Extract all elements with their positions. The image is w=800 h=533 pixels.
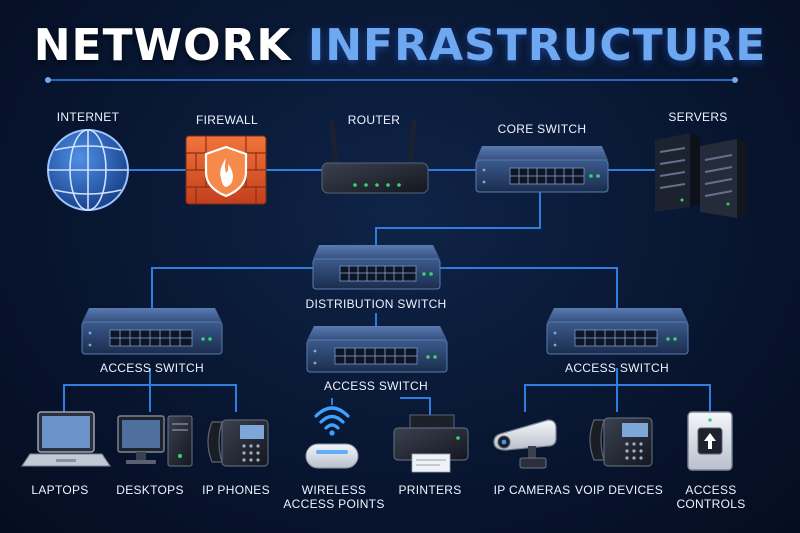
laptop-icon: [21, 411, 111, 467]
servers-icon: [655, 133, 748, 218]
label-access-controls-line1: ACCESS: [685, 483, 737, 497]
label-core-switch: CORE SWITCH: [497, 122, 587, 136]
access-control-panel-icon: [687, 411, 733, 471]
label-router: ROUTER: [347, 113, 401, 127]
label-access-switch-center: ACCESS SWITCH: [324, 379, 428, 393]
label-ip-cameras: IP CAMERAS: [493, 483, 571, 497]
access-switch-right-icon: [546, 308, 689, 355]
label-wireless-access-points: WIRELESS ACCESS POINTS: [283, 483, 384, 511]
network-links: [63, 169, 711, 415]
internet-globe-icon: [47, 129, 129, 211]
label-desktops: DESKTOPS: [116, 483, 184, 497]
label-laptops: LAPTOPS: [31, 483, 89, 497]
router-icon: [321, 119, 429, 194]
label-servers: SERVERS: [668, 110, 728, 124]
access-switch-left-icon: [81, 308, 223, 355]
label-printers: PRINTERS: [398, 483, 462, 497]
label-ip-phones: IP PHONES: [202, 483, 270, 497]
title-part-infrastructure: INFRASTRUCTURE: [307, 20, 767, 71]
label-access-controls: ACCESS CONTROLS: [676, 483, 745, 511]
label-access-controls-line2: CONTROLS: [676, 497, 746, 511]
voip-device-icon: [589, 417, 653, 467]
printer-icon: [393, 414, 469, 473]
label-voip-devices: VOIP DEVICES: [574, 483, 664, 497]
link-distribution-access-left: [151, 267, 313, 308]
desktop-icon: [117, 415, 193, 467]
label-access-switch-right: ACCESS SWITCH: [565, 361, 669, 375]
core-switch-icon: [475, 146, 609, 193]
label-distribution-switch: DISTRIBUTION SWITCH: [305, 297, 447, 311]
label-access-switch-left: ACCESS SWITCH: [100, 361, 204, 375]
ip-phone-icon: [207, 419, 269, 467]
link-core-distribution: [375, 192, 541, 245]
label-internet: INTERNET: [56, 110, 120, 124]
link-distribution-access-right: [440, 267, 618, 308]
link-access-center-printers: [400, 397, 431, 415]
label-firewall: FIREWALL: [196, 113, 258, 127]
title-divider: [45, 77, 738, 83]
access-switch-center-icon: [306, 326, 448, 373]
label-wireless-line2: ACCESS POINTS: [283, 497, 385, 511]
page-title: NETWORK INFRASTRUCTURE: [0, 18, 800, 74]
ip-camera-icon: [493, 419, 557, 469]
distribution-switch-icon: [312, 245, 441, 290]
label-wireless-line1: WIRELESS: [301, 483, 367, 497]
title-part-network: NETWORK: [33, 20, 292, 71]
wireless-access-point-icon: [305, 406, 359, 469]
firewall-icon: [185, 135, 267, 205]
